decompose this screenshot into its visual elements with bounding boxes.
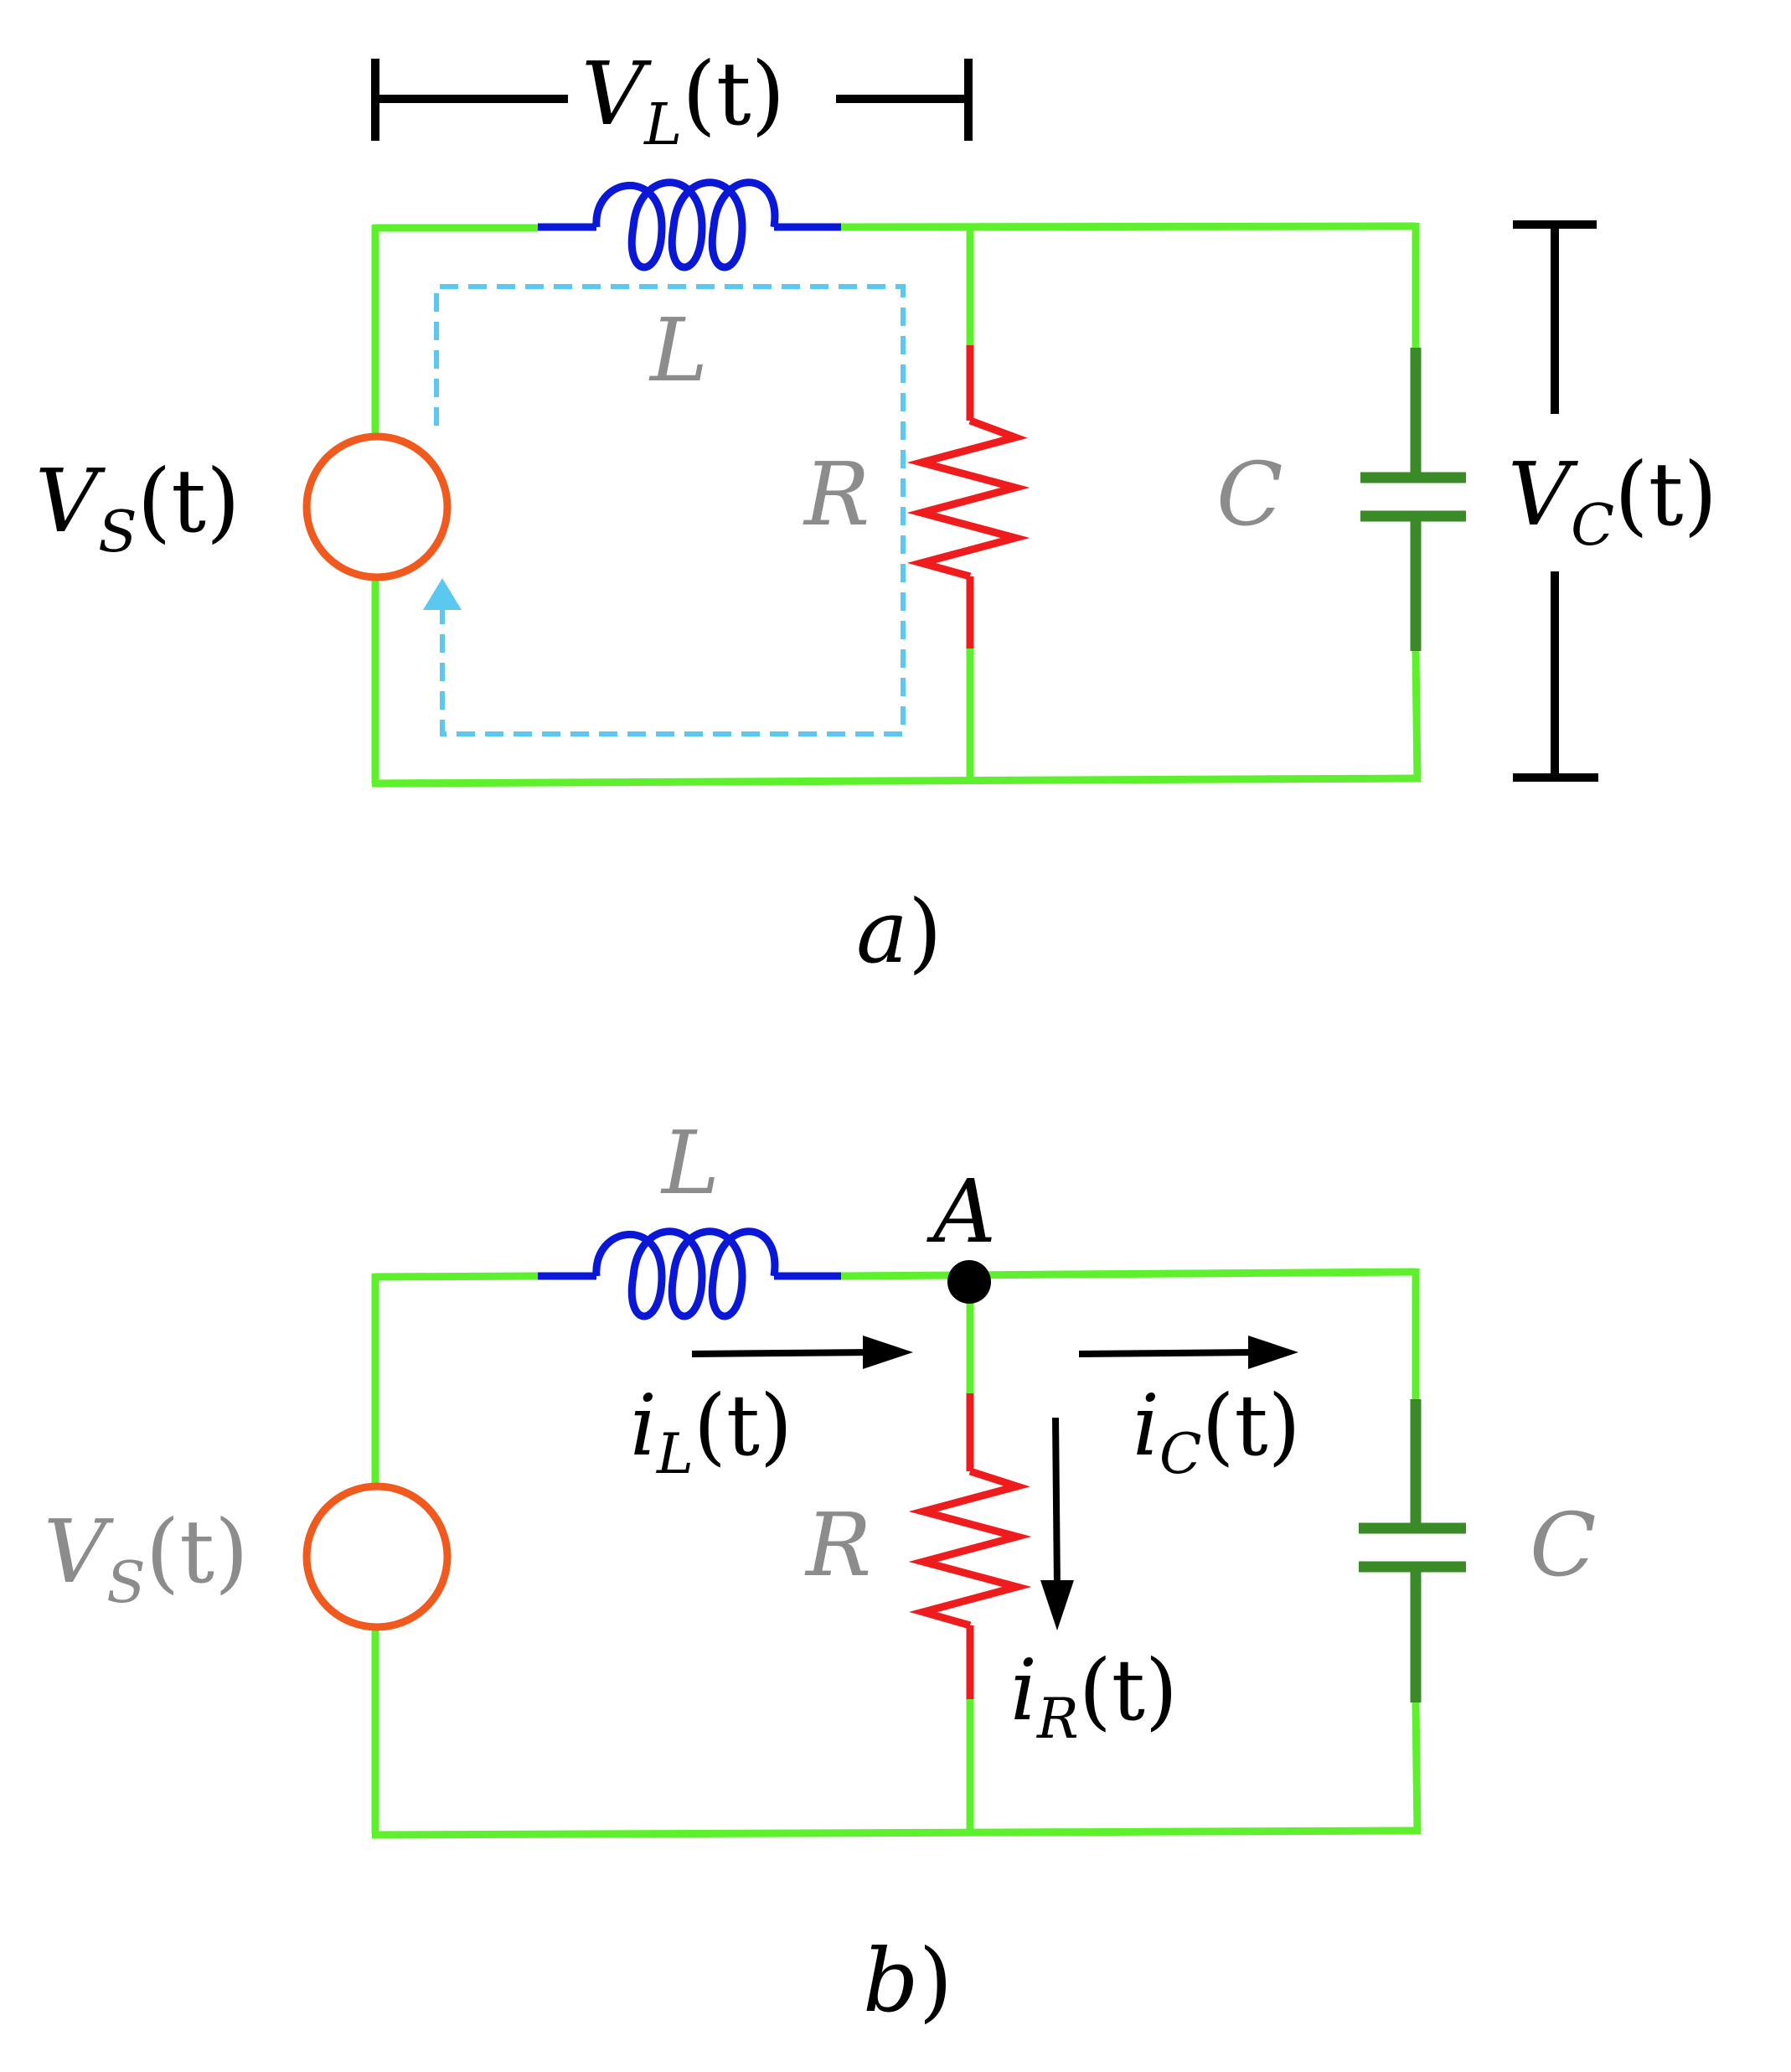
wire-a-top-right (840, 222, 1417, 231)
circuit-b (302, 1227, 1466, 1839)
inductor-b (538, 1227, 841, 1320)
current-arrow-ir (1052, 1417, 1061, 1589)
voltage-source-b (302, 1482, 452, 1631)
current-arrows (691, 1349, 1257, 1589)
circuit-a-labels: VS(t) VL(t) VC(t) L R C a) (35, 43, 1717, 983)
resistor-a (906, 345, 1030, 648)
current-arrow-ic (1078, 1349, 1257, 1357)
wire-a-bottom (371, 774, 1418, 788)
wire-a-right-lower (1412, 650, 1422, 783)
current-arrow-il (691, 1349, 872, 1357)
resistor-label-a: R (803, 443, 870, 545)
ic-label: iC(t) (1133, 1377, 1301, 1486)
circuit-a (302, 59, 1598, 788)
wire-b-right-lower (1412, 1702, 1422, 1835)
arrowhead-il (863, 1336, 913, 1369)
inductor-b-coil (592, 1227, 779, 1320)
loop-a-path (434, 284, 906, 736)
vc-span-bar (1513, 220, 1598, 782)
circuit-a-wires (371, 222, 1422, 788)
resistor-a-zigzag (906, 416, 1030, 581)
caption-a: a) (856, 881, 942, 983)
current-arrowheads (863, 1336, 1298, 1630)
vs-label-a: VS(t) (35, 450, 240, 566)
node-label-a: A (926, 1160, 996, 1263)
wire-b-bottom (371, 1827, 1418, 1839)
vc-label: VC(t) (1508, 443, 1717, 559)
vl-label: VL(t) (581, 43, 785, 158)
arrowhead-ir (1040, 1580, 1074, 1630)
capacitor-label-a: C (1216, 443, 1283, 545)
inductor-a-coil (592, 178, 779, 271)
wire-b-top-right (840, 1268, 1417, 1280)
loop-arrow-a (434, 284, 906, 736)
inductor-label-b: L (660, 1112, 720, 1214)
vs-label-b: VS(t) (44, 1501, 249, 1616)
wire-b-top-left (374, 1272, 539, 1281)
capacitor-label-b: C (1530, 1494, 1597, 1596)
resistor-b (908, 1393, 1032, 1699)
node-a-dot (947, 1260, 991, 1304)
inductor-label-a: L (648, 299, 708, 401)
capacitor-b (1359, 1399, 1466, 1703)
vl-span-bar (371, 59, 973, 141)
il-label: iL(t) (630, 1377, 792, 1486)
circuit-b-wires (371, 1268, 1422, 1839)
inductor-a (538, 178, 841, 271)
capacitor-a (1360, 348, 1466, 651)
ir-label: iR(t) (1010, 1641, 1178, 1751)
voltage-source-a (302, 432, 452, 581)
resistor-b-zigzag (908, 1467, 1032, 1630)
loop-a-arrowhead (423, 578, 462, 610)
caption-b: b) (863, 1930, 952, 2032)
arrowhead-ic (1248, 1336, 1298, 1369)
circuit-b-labels: VS(t) L A R C iL(t) iC(t) iR(t) b) (44, 1112, 1597, 2032)
resistor-label-b: R (804, 1494, 871, 1596)
